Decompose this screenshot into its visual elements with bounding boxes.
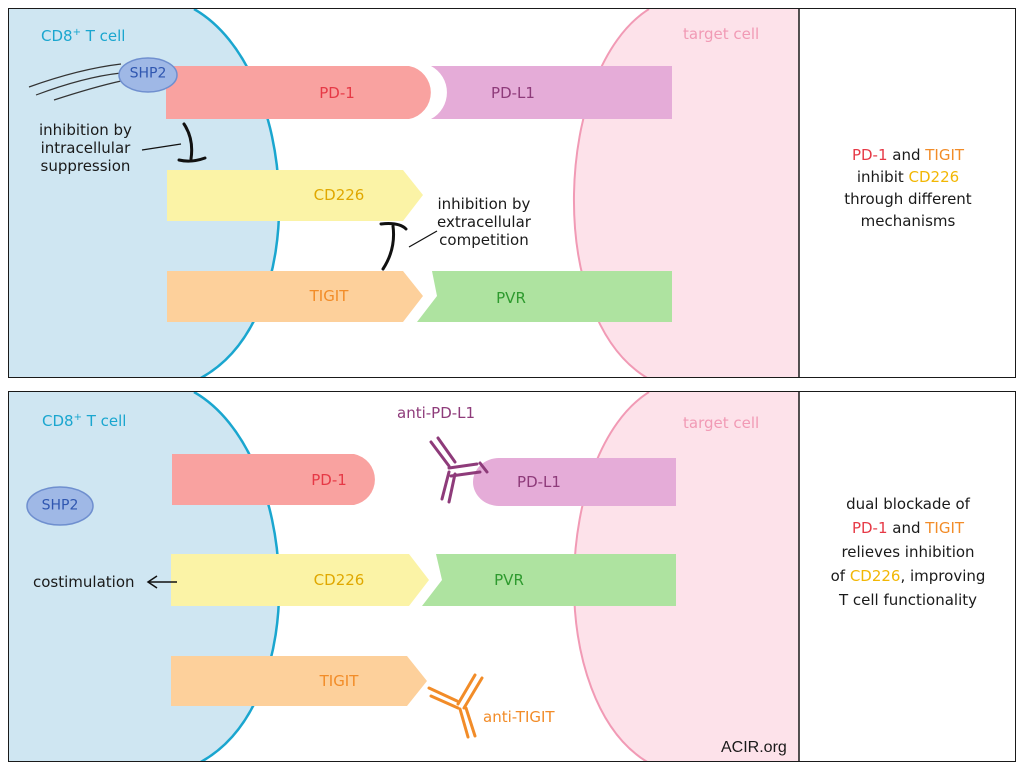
pvr-label: PVR <box>494 571 524 589</box>
pd1-label: PD-1 <box>319 84 355 102</box>
tigit-receptor <box>171 656 427 706</box>
panel-dual-blockade: CD8+ T cell target cell SHP2 PD-1 PD-L1 … <box>8 391 1016 762</box>
extracellular-inhibition-symbol <box>379 222 408 271</box>
pvr-label: PVR <box>496 289 526 307</box>
cd226-receptor <box>167 170 423 221</box>
intracellular-pointer <box>141 143 182 151</box>
anti-tigit-antibody <box>427 673 484 739</box>
panel1-caption: PD-1 and TIGIT inhibit CD226 through dif… <box>844 146 972 230</box>
extracellular-pointer <box>408 230 438 248</box>
panel2-caption: dual blockade of PD-1 and TIGIT relieves… <box>830 495 986 609</box>
pdl1-label: PD-L1 <box>491 84 535 102</box>
cd226-receptor <box>171 554 429 606</box>
target-cell-membrane-edge <box>573 9 650 377</box>
tigit-label: TIGIT <box>309 287 349 305</box>
pdl1-ligand <box>473 458 676 506</box>
pvr-ligand <box>422 554 676 606</box>
shp2-motion-lines <box>28 63 122 101</box>
pd1-label: PD-1 <box>311 471 347 489</box>
shp2-label: SHP2 <box>41 497 79 514</box>
shp2-node <box>118 57 178 93</box>
t-cell-label: CD8+ T cell <box>41 27 126 45</box>
acir-watermark: ACIR.org <box>721 739 787 756</box>
tigit-receptor <box>167 271 423 322</box>
shp2-node <box>26 486 94 526</box>
anti-pdl1-antibody <box>429 436 489 504</box>
cd226-label: CD226 <box>313 186 365 204</box>
pvr-ligand <box>417 271 672 322</box>
shp2-label: SHP2 <box>129 65 167 82</box>
t-cell-label: CD8+ T cell <box>42 412 127 430</box>
target-cell-label: target cell <box>683 25 760 43</box>
pd1-receptor <box>172 454 375 505</box>
panel-mechanisms: CD8+ T cell target cell SHP2 PD-1 PD-L1 … <box>8 8 1016 378</box>
cd226-label: CD226 <box>313 571 365 589</box>
pdl1-label: PD-L1 <box>517 473 561 491</box>
costimulation-label: costimulation <box>33 573 135 591</box>
costimulation-arrow-head <box>146 575 158 589</box>
anti-pdl1-label: anti-PD-L1 <box>397 404 476 422</box>
pd1-receptor <box>166 66 431 119</box>
intracellular-inhibition-symbol <box>177 122 207 163</box>
panel-mechanisms-diagram <box>9 9 800 377</box>
target-cell-label: target cell <box>683 414 760 432</box>
target-cell-membrane <box>574 9 799 377</box>
pdl1-ligand <box>431 66 672 119</box>
extracellular-inhibition-note: inhibition by extracellular competition <box>437 195 531 249</box>
panel-dual-blockade-diagram <box>9 392 800 761</box>
tigit-label: TIGIT <box>319 672 359 690</box>
intracellular-inhibition-note: inhibition by intracellular suppression <box>39 121 132 175</box>
anti-tigit-label: anti-TIGIT <box>483 708 555 726</box>
